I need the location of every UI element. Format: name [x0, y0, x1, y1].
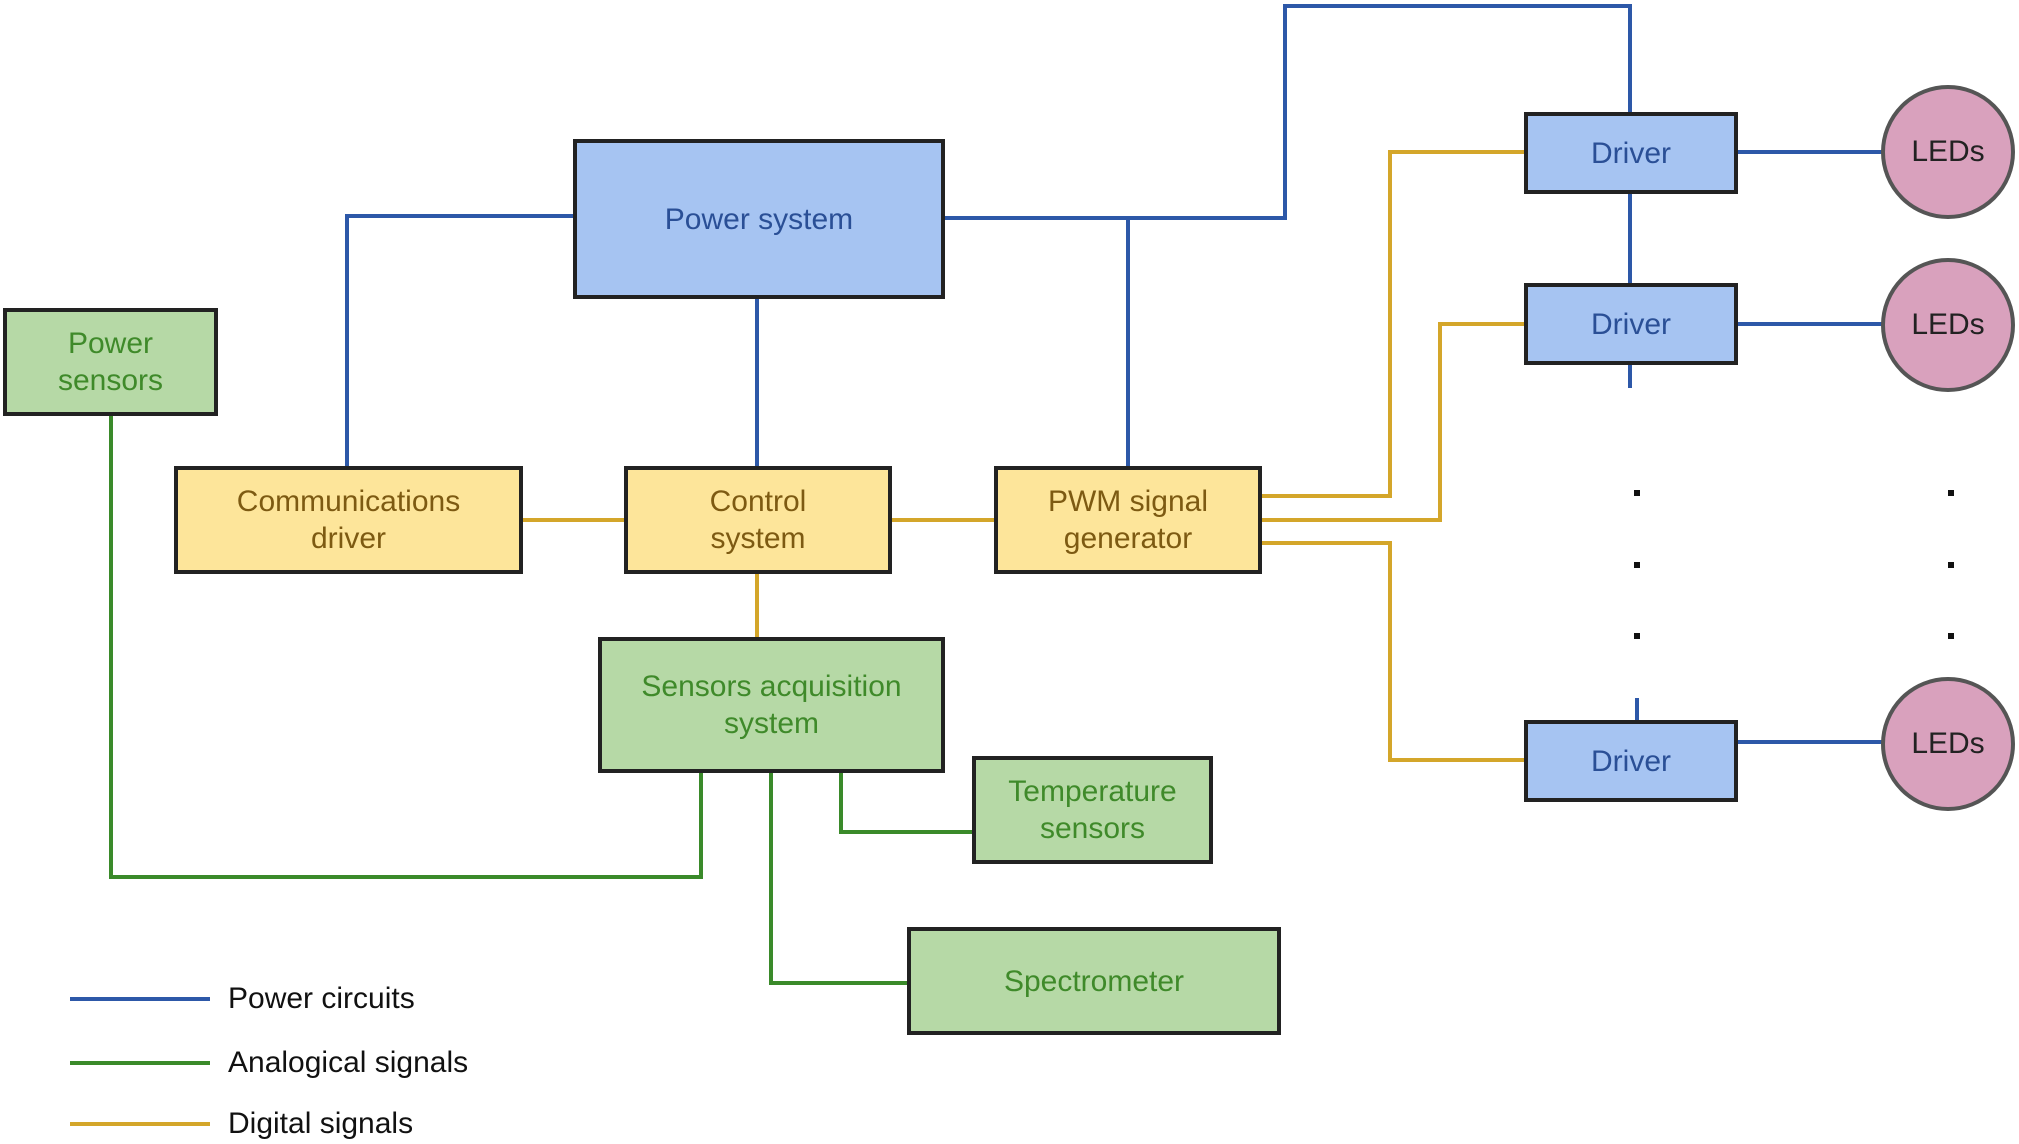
driver-block-3: Driver	[1524, 720, 1738, 802]
driver-label-2: Driver	[1591, 307, 1671, 341]
legend-swatch-power	[70, 997, 210, 1001]
pwm-signal-generator-label: PWM signal generator	[1047, 485, 1209, 555]
legend-swatch-analog	[70, 1061, 210, 1065]
ellipsis-dot-leds-2	[1948, 562, 1954, 568]
legend-label-analog: Analogical signals	[228, 1046, 469, 1079]
digital-line-pwm-to-driver1	[1259, 150, 1526, 498]
pwm-signal-generator-block: PWM signal generator	[994, 466, 1262, 574]
analog-line-acquisition-to-temperature	[839, 773, 973, 834]
driver-block-1: Driver	[1524, 112, 1738, 194]
power-system-block: Power system	[573, 139, 945, 299]
leds-label-2: LEDs	[1911, 308, 1985, 341]
control-system-label: Control system	[709, 485, 807, 555]
power-line-power-to-drivers	[942, 4, 1632, 220]
driver-block-2: Driver	[1524, 283, 1738, 365]
ellipsis-dot-driver-2	[1634, 562, 1640, 568]
leds-circle-1: LEDs	[1881, 85, 2015, 219]
legend-label-digital: Digital signals	[228, 1107, 414, 1140]
temperature-sensors-block: Temperature sensors	[972, 756, 1213, 864]
ellipsis-dot-leds-3	[1948, 633, 1954, 639]
power-sensors-block: Power sensors	[3, 308, 218, 416]
analog-line-acquisition-to-spectrometer	[769, 773, 909, 985]
digital-line-pwm-to-driver2	[1259, 322, 1526, 522]
driver-label-1: Driver	[1591, 136, 1671, 170]
leds-label-1: LEDs	[1911, 135, 1985, 168]
sensors-acquisition-block: Sensors acquisition system	[598, 637, 945, 773]
power-system-label: Power system	[664, 202, 854, 236]
temperature-sensors-label: Temperature sensors	[1008, 775, 1177, 845]
leds-label-3: LEDs	[1911, 727, 1985, 760]
analog-line-powersensors-to-acquisition	[109, 415, 703, 879]
legend-swatch-digital	[70, 1122, 210, 1126]
leds-circle-2: LEDs	[1881, 258, 2015, 392]
communications-driver-label: Communications driver	[236, 485, 461, 555]
control-system-block: Control system	[624, 466, 892, 574]
leds-circle-3: LEDs	[1881, 677, 2015, 811]
power-sensors-label: Power sensors	[57, 327, 164, 397]
digital-line-pwm-to-driver3	[1259, 541, 1526, 762]
ellipsis-dot-leds-1	[1948, 490, 1954, 496]
ellipsis-dot-driver-3	[1634, 633, 1640, 639]
power-line-power-to-pwm	[942, 216, 1130, 467]
spectrometer-label: Spectrometer	[1003, 964, 1185, 998]
spectrometer-block: Spectrometer	[907, 927, 1281, 1035]
power-line-power-to-comms	[345, 214, 573, 467]
communications-driver-block: Communications driver	[174, 466, 523, 574]
sensors-acquisition-label: Sensors acquisition system	[641, 670, 902, 740]
driver-label-3: Driver	[1591, 744, 1671, 778]
ellipsis-dot-driver-1	[1634, 490, 1640, 496]
legend-label-power: Power circuits	[228, 982, 415, 1015]
